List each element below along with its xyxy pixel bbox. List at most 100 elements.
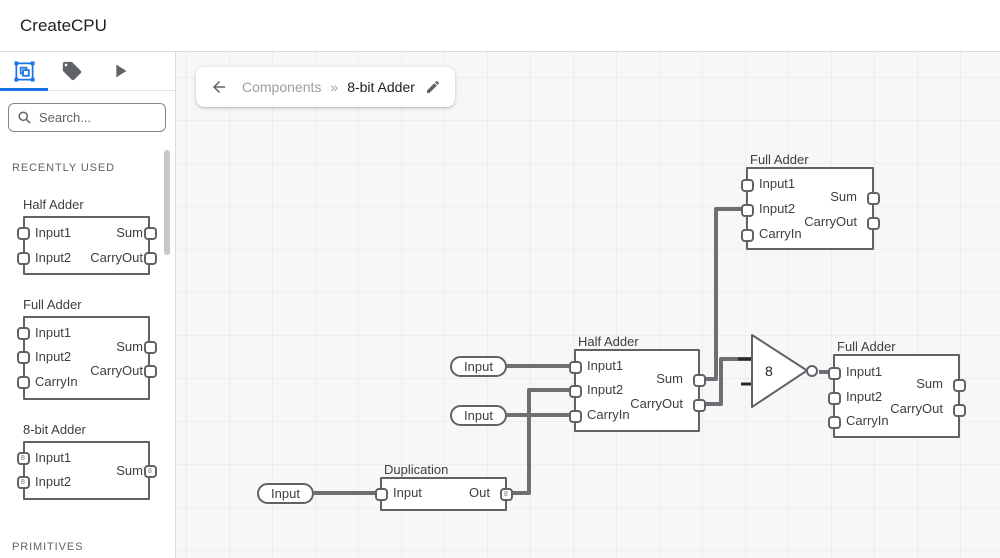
port-label: CarryIn bbox=[587, 407, 630, 423]
app-header: CreateCPU bbox=[0, 0, 1000, 52]
port[interactable] bbox=[375, 488, 388, 501]
port[interactable] bbox=[867, 217, 880, 230]
back-button[interactable] bbox=[210, 78, 228, 96]
primitives-section-label: PRIMITIVES bbox=[12, 541, 83, 553]
canvas-node-input-3[interactable]: Input bbox=[257, 483, 314, 504]
wire-halfadder-carryout-to-buffer[interactable] bbox=[700, 359, 751, 404]
app-title: CreateCPU bbox=[20, 16, 107, 36]
breadcrumb-parent-link[interactable]: Components bbox=[242, 79, 321, 95]
port[interactable] bbox=[693, 374, 706, 387]
port-label: Input2 bbox=[759, 201, 795, 217]
port-label: CarryOut bbox=[804, 214, 857, 230]
circuit-canvas[interactable]: Components » 8-bit Adder Full AdderInput… bbox=[176, 52, 1000, 558]
port-label: Input2 bbox=[587, 382, 623, 398]
port[interactable] bbox=[693, 399, 706, 412]
port-label: Sum bbox=[916, 376, 943, 392]
tab-tags[interactable] bbox=[48, 52, 96, 90]
bus-port[interactable]: 8 bbox=[500, 488, 513, 501]
sidebar-tab-bar bbox=[0, 52, 175, 91]
port bbox=[17, 327, 30, 340]
bus-port: 8 bbox=[144, 465, 157, 478]
port[interactable] bbox=[569, 385, 582, 398]
canvas-node-input-2[interactable]: Input bbox=[450, 405, 507, 426]
breadcrumb-separator: » bbox=[330, 79, 338, 95]
bus-port: 8 bbox=[17, 452, 30, 465]
node-title: Full Adder bbox=[750, 152, 809, 167]
canvas-node-full-adder-top[interactable]: Full AdderInput1Input2CarryInSumCarryOut bbox=[746, 167, 874, 250]
port[interactable] bbox=[741, 204, 754, 217]
component-icon bbox=[13, 60, 36, 83]
port-label: Input2 bbox=[35, 250, 71, 266]
port-label: Input2 bbox=[35, 349, 71, 365]
port bbox=[144, 365, 157, 378]
port bbox=[144, 227, 157, 240]
port-label: Sum bbox=[116, 339, 143, 355]
port bbox=[144, 341, 157, 354]
component-preview-title: 8-bit Adder bbox=[23, 422, 168, 437]
port-label: Input bbox=[393, 485, 422, 501]
buffer-bubble bbox=[807, 366, 817, 376]
search-icon bbox=[17, 110, 32, 125]
play-icon bbox=[109, 60, 131, 82]
main-layout: RECENTLY USED Half AdderInput1Input2SumC… bbox=[0, 52, 1000, 558]
port-label: Input1 bbox=[846, 364, 882, 380]
component-preview-title: Half Adder bbox=[23, 197, 168, 212]
tag-icon bbox=[61, 60, 83, 82]
port-label: CarryOut bbox=[90, 250, 143, 266]
pencil-icon bbox=[425, 79, 441, 95]
port[interactable] bbox=[569, 361, 582, 374]
buffer-bitwidth-label: 8 bbox=[765, 363, 773, 379]
port[interactable] bbox=[741, 179, 754, 192]
port[interactable] bbox=[828, 392, 841, 405]
canvas-node-full-adder-right[interactable]: Full AdderInput1Input2CarryInSumCarryOut bbox=[833, 354, 960, 438]
port-label: Input1 bbox=[35, 325, 71, 341]
recently-used-section-label: RECENTLY USED bbox=[12, 162, 115, 174]
wire-halfadder-sum-to-fulladder-top-input2[interactable] bbox=[700, 209, 746, 379]
port[interactable] bbox=[569, 410, 582, 423]
component-sidebar: RECENTLY USED Half AdderInput1Input2SumC… bbox=[0, 52, 176, 558]
breadcrumb: Components » 8-bit Adder bbox=[196, 67, 455, 107]
component-preview-half-adder[interactable]: Half AdderInput1Input2SumCarryOut bbox=[16, 197, 168, 275]
port-label: CarryIn bbox=[759, 226, 802, 242]
port-label: Input1 bbox=[759, 176, 795, 192]
port bbox=[17, 351, 30, 364]
port-label: Input2 bbox=[846, 389, 882, 405]
node-title: Full Adder bbox=[837, 339, 896, 354]
port-label: Input1 bbox=[35, 450, 71, 466]
port[interactable] bbox=[953, 379, 966, 392]
canvas-node-half-adder[interactable]: Half AdderInput1Input2CarryInSumCarryOut bbox=[574, 349, 700, 432]
port[interactable] bbox=[828, 367, 841, 380]
port-label: Sum bbox=[116, 225, 143, 241]
tab-simulate[interactable] bbox=[96, 52, 144, 90]
canvas-node-buffer-8[interactable]: 8 bbox=[751, 334, 823, 409]
canvas-node-duplication[interactable]: DuplicationInput8Out bbox=[380, 477, 507, 511]
port-label: Sum bbox=[656, 371, 683, 387]
arrow-back-icon bbox=[210, 78, 228, 96]
port[interactable] bbox=[828, 416, 841, 429]
port-label: CarryOut bbox=[630, 396, 683, 412]
port bbox=[144, 252, 157, 265]
port[interactable] bbox=[953, 404, 966, 417]
port-label: CarryIn bbox=[35, 374, 78, 390]
canvas-node-input-1[interactable]: Input bbox=[450, 356, 507, 377]
component-preview-8-bit-adder[interactable]: 8-bit Adder8Input18Input28Sum bbox=[16, 422, 168, 500]
port-label: CarryOut bbox=[90, 363, 143, 379]
search-input[interactable] bbox=[39, 110, 149, 125]
node-title: Duplication bbox=[384, 462, 448, 477]
search-box[interactable] bbox=[8, 103, 166, 132]
buffer-triangle bbox=[752, 335, 807, 407]
port-label: Out bbox=[469, 485, 490, 501]
sidebar-scrollbar-thumb[interactable] bbox=[164, 150, 170, 255]
port-label: Input2 bbox=[35, 474, 71, 490]
breadcrumb-current: 8-bit Adder bbox=[347, 79, 415, 95]
port bbox=[17, 376, 30, 389]
port-label: Sum bbox=[116, 463, 143, 479]
port-label: Input1 bbox=[587, 358, 623, 374]
port[interactable] bbox=[741, 229, 754, 242]
rename-button[interactable] bbox=[425, 79, 441, 95]
port[interactable] bbox=[867, 192, 880, 205]
tab-components[interactable] bbox=[0, 52, 48, 90]
wire-duplication-out-to-halfadder-input2[interactable] bbox=[507, 390, 574, 493]
component-preview-full-adder[interactable]: Full AdderInput1Input2CarryInSumCarryOut bbox=[16, 297, 168, 400]
port bbox=[17, 227, 30, 240]
